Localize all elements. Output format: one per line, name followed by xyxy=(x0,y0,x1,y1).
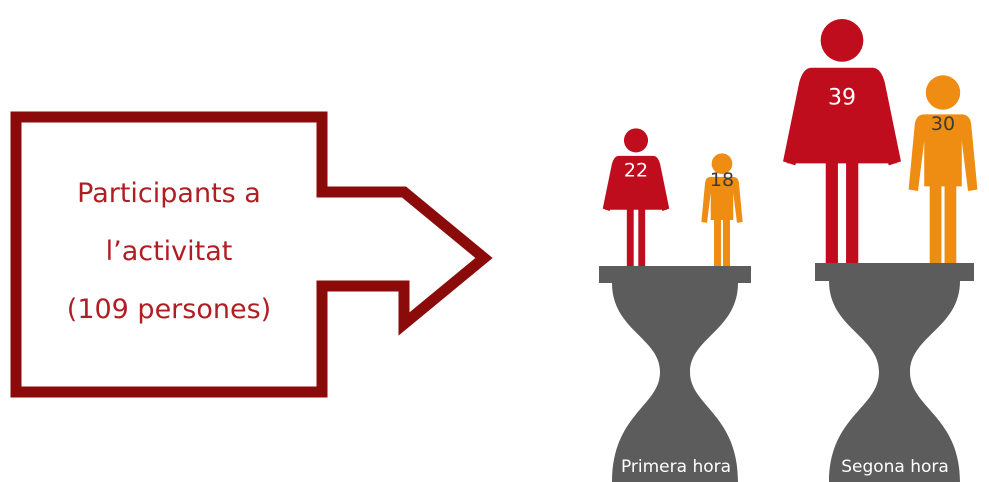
callout-line-2: l’activitat xyxy=(105,236,233,267)
woman-icon: 39 xyxy=(783,18,901,263)
man-icon: 18 xyxy=(701,153,743,266)
hourglass-icon xyxy=(815,263,974,482)
value-label: 30 xyxy=(931,113,955,135)
callout-line-3: (109 persones) xyxy=(66,294,272,325)
category-label-segona: Segona hora xyxy=(841,457,949,477)
woman-icon: 22 xyxy=(602,128,670,266)
value-label: 22 xyxy=(624,160,648,182)
arrow-icon xyxy=(10,111,493,398)
value-label: 18 xyxy=(710,169,734,191)
hourglass-icon xyxy=(599,266,751,482)
value-label: 39 xyxy=(828,85,856,110)
callout-text: Participants a l’activitat (109 persones… xyxy=(16,165,322,339)
man-icon: 30 xyxy=(908,75,978,263)
category-label-primera: Primera hora xyxy=(621,457,731,477)
callout-line-1: Participants a xyxy=(77,178,261,209)
